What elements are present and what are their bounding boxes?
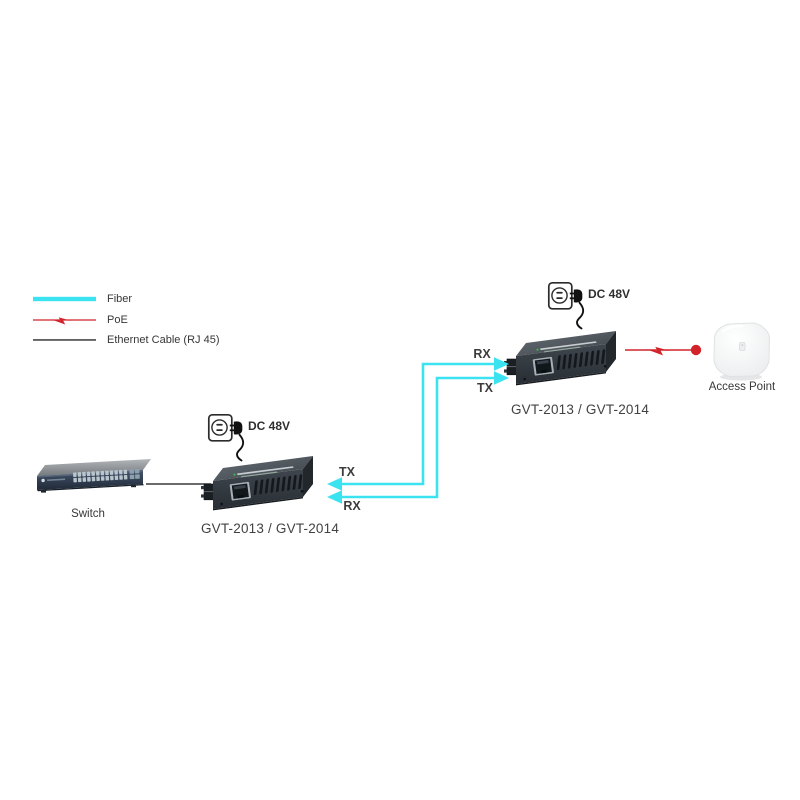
- legend-label-poe: PoE: [107, 313, 128, 326]
- outlet-slot: [216, 423, 223, 426]
- outlet-slot: [556, 297, 563, 299]
- fiber-line-swatch: [33, 296, 96, 302]
- poe-endpoint-dot: [690, 344, 702, 356]
- screw: [300, 490, 304, 493]
- ethernet-swatch-line: [33, 338, 96, 341]
- converter-left-model-label: GVT-2013 / GVT-2014: [200, 521, 340, 536]
- access-point-device: [713, 322, 771, 381]
- access-point-label: Access Point: [708, 381, 776, 393]
- switch-label: Switch: [71, 508, 105, 520]
- legend-label-fiber: Fiber: [107, 293, 133, 305]
- fiber-arrowhead: [494, 357, 509, 371]
- vent-slats: [253, 474, 303, 496]
- converter-top-text-bar: [540, 341, 597, 351]
- dc48v-label-right: DC 48V: [588, 287, 631, 301]
- power-outlet-right: [547, 281, 585, 330]
- ap-led: [741, 344, 744, 346]
- fiber-label-tx-left: TX: [339, 465, 355, 479]
- legend-item-poe: PoE: [33, 311, 128, 329]
- switch-bottom-edge: [37, 484, 144, 492]
- converter-bottom-edge: [516, 372, 606, 386]
- switch-logo: [41, 478, 66, 483]
- lightning-icon: [51, 316, 71, 325]
- converter-bottom-edge: [213, 497, 303, 511]
- converter-top-text-bar: [237, 466, 294, 476]
- fiber-link-a: [341, 362, 495, 486]
- power-plug-icon: [233, 421, 243, 435]
- dc48v-label-left: DC 48V: [248, 419, 291, 433]
- rj45-port: [532, 356, 554, 376]
- legend-item-ethernet: Ethernet Cable (RJ 45): [33, 331, 220, 349]
- converter-side-face: [606, 331, 616, 372]
- screw: [220, 502, 223, 506]
- fiber-arrowhead: [327, 477, 342, 491]
- screw: [523, 377, 526, 381]
- plug-prong: [229, 424, 235, 427]
- ethernet-line-swatch: [33, 338, 96, 341]
- fiber-label-tx-right: TX: [477, 381, 493, 395]
- plug-prong: [229, 429, 235, 432]
- converter-side-face: [303, 456, 313, 497]
- poe-link: [625, 344, 702, 356]
- converter-top-text-bar: [241, 471, 278, 478]
- plug-prong: [569, 297, 575, 300]
- fiber-links: [341, 362, 495, 499]
- converter-logo-dot: [536, 348, 539, 351]
- plug-prong: [569, 292, 575, 295]
- poe-line-swatch: [33, 316, 96, 325]
- fiber-arrowhead: [327, 490, 342, 504]
- fiber-label-rx-left: RX: [343, 499, 361, 513]
- legend-item-fiber: Fiber: [33, 290, 132, 308]
- power-outlet-left: [207, 413, 245, 462]
- switch-sfp-ports: [129, 468, 140, 480]
- switch-device: [37, 459, 151, 493]
- switch-foot: [131, 484, 136, 488]
- switch-port-array: [73, 468, 140, 483]
- lightning-icon: [646, 346, 670, 356]
- vent-slats: [556, 349, 606, 371]
- rj45-port: [229, 481, 251, 501]
- fiber-link-b: [341, 376, 495, 499]
- converter-front-details: [523, 349, 607, 381]
- converter-logo-dot: [233, 473, 236, 476]
- fiber-arrowhead: [494, 371, 509, 385]
- media-converter-left: [201, 456, 313, 511]
- ap-highlight: [721, 324, 744, 333]
- media-converter-right: [504, 331, 616, 386]
- fiber-label-rx-right: RX: [473, 347, 491, 361]
- outlet-socket: [211, 419, 228, 436]
- converter-front-details: [220, 474, 304, 506]
- converter-top-text-bar: [544, 346, 581, 353]
- outlet-slot: [556, 291, 563, 294]
- screw: [603, 365, 607, 368]
- power-plug-icon: [573, 289, 583, 303]
- power-cable: [236, 433, 245, 462]
- converter-right-model-label: GVT-2013 / GVT-2014: [510, 402, 650, 417]
- fiber-swatch-line: [33, 296, 96, 302]
- switch-foot: [41, 490, 46, 493]
- switch-top-face: [37, 459, 151, 476]
- power-cable: [576, 301, 585, 330]
- legend-label-ethernet: Ethernet Cable (RJ 45): [107, 333, 220, 346]
- outlet-slot: [216, 429, 223, 431]
- ap-button: [739, 342, 746, 351]
- outlet-socket: [551, 287, 568, 304]
